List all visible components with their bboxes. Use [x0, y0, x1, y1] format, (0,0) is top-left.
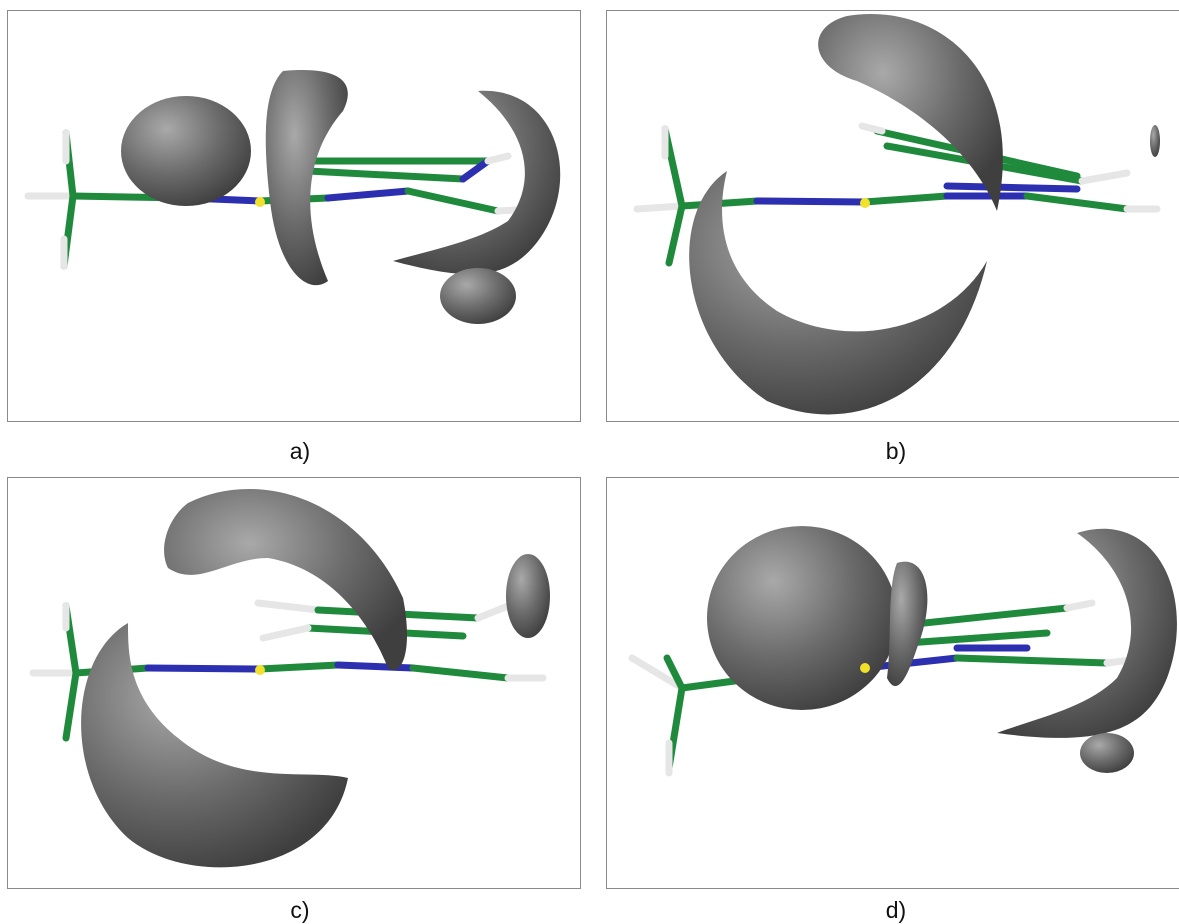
isosurface-lobe [818, 14, 1003, 212]
caption-d: d) [885, 897, 907, 923]
metal-atom [255, 665, 265, 675]
molecule-view-a [24, 70, 561, 324]
isosurface-lobe [393, 90, 561, 275]
metal-atom [255, 197, 265, 207]
isosurface-lobe [440, 268, 516, 324]
isosurface-lobe [707, 526, 897, 710]
caption-c: c) [290, 897, 310, 923]
isosurface-lobe [1080, 733, 1134, 773]
orbital-panel-c [7, 477, 581, 889]
orbital-panel-b [606, 10, 1179, 422]
isosurface-lobe [265, 70, 348, 286]
isosurface-lobe [164, 488, 408, 670]
orbital-panel-a [7, 10, 581, 422]
molecule-view-d [628, 526, 1177, 777]
isosurface-lobe [506, 554, 550, 638]
isosurface-lobe [997, 528, 1177, 738]
molecule-view-b [633, 14, 1161, 415]
caption-b: b) [885, 438, 907, 464]
isosurface-lobe [689, 171, 987, 415]
isosurface-lobe [887, 561, 928, 687]
molecule-view-c [29, 488, 550, 868]
orbital-panel-d [606, 477, 1179, 889]
caption-a: a) [289, 438, 311, 464]
isosurface-lobe [81, 623, 348, 868]
metal-atom [860, 663, 870, 673]
isosurface-lobe [1150, 125, 1160, 157]
metal-atom [860, 198, 870, 208]
isosurface-lobe [121, 96, 251, 206]
